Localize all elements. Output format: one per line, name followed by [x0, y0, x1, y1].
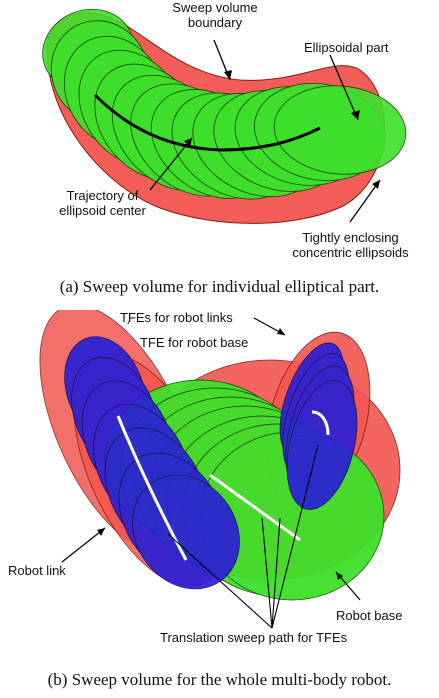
arrowhead-trajectory — [184, 138, 192, 147]
label-trajectory-line1: Trajectory of — [66, 188, 139, 203]
leader-tfe-links-2 — [127, 317, 131, 325]
arrowhead-robot-base — [336, 572, 343, 580]
panel-b-diagram — [39, 310, 401, 629]
label-robot-base: Robot base — [336, 608, 403, 623]
leader-robot-link — [61, 527, 106, 563]
sweep-path-left-link — [116, 415, 188, 561]
label-sweep-path: Translation sweep path for TFEs — [160, 630, 348, 645]
label-tight-line1: Tightly enclosing — [302, 230, 399, 245]
panel-a-figure: Sweep volume boundary Ellipsoidal part T… — [0, 0, 439, 272]
leader-trajectory — [149, 137, 193, 191]
label-tfe-base: TFE for robot base — [140, 335, 249, 350]
caption-a: (a) Sweep volume for individual elliptic… — [59, 277, 380, 296]
sweep-path-base — [209, 473, 301, 542]
label-tfe-links: TFEs for robot links — [120, 310, 233, 325]
sweep-path-right-link — [311, 410, 330, 436]
label-sweep-boundary-line1: Sweep volume — [172, 0, 258, 15]
panel-b-figure: TFEs for robot links TFE for robot base … — [0, 310, 439, 655]
label-sweep-boundary: Sweep volume boundary — [160, 0, 270, 30]
caption-b: (b) Sweep volume for the whole multi-bod… — [47, 670, 392, 689]
label-tight-line2: concentric ellipsoids — [292, 245, 409, 260]
arrowhead-tfe-links — [277, 328, 285, 335]
trajectory-curve — [93, 93, 321, 152]
right-link-stack — [279, 342, 358, 510]
label-tight-ellipsoids: Tightly enclosing concentric ellipsoids — [268, 230, 433, 260]
leaders-sweep-path — [167, 444, 319, 629]
label-trajectory: Trajectory of ellipsoid center — [40, 188, 165, 218]
label-sweep-boundary-line2: boundary — [187, 15, 243, 30]
arrowhead-sweep-boundary — [224, 70, 232, 80]
arrowhead-tight-ellipsoids — [372, 180, 380, 189]
label-robot-link: Robot link — [8, 563, 66, 578]
arrowhead-robot-link — [97, 528, 105, 536]
label-ellipsoidal-part: Ellipsoidal part — [304, 40, 389, 55]
label-trajectory-line2: ellipsoid center — [59, 203, 146, 218]
leader-tight-ellipsoids — [349, 179, 381, 223]
leader-ellipsoidal-part — [329, 54, 359, 121]
arrowhead-ellipsoidal-part — [351, 110, 360, 120]
panel-a-diagram — [42, 8, 407, 224]
